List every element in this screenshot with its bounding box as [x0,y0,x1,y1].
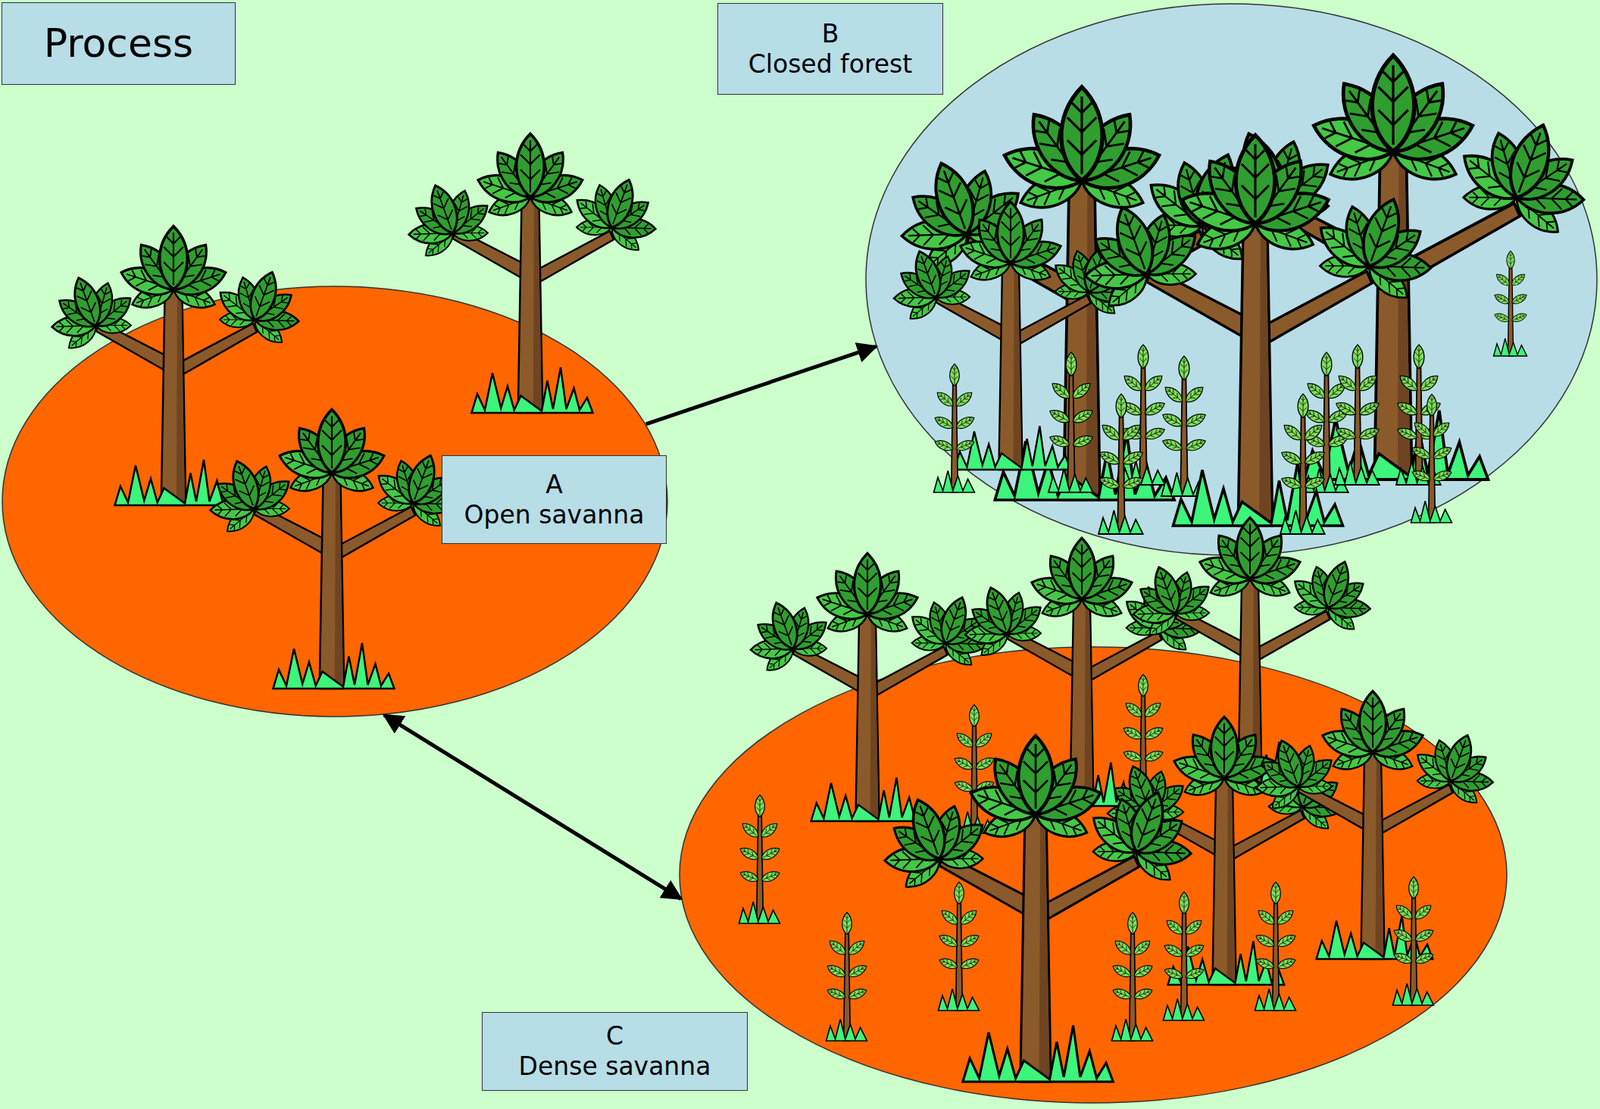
region-label: BClosed forest [717,3,944,95]
region-letter: A [545,469,563,500]
region-letter: C [606,1021,624,1052]
region-name: Dense savanna [518,1051,712,1082]
transition-arrow [646,346,877,425]
region-ellipse [2,286,668,717]
title-box: Process [1,2,236,85]
region-name: Open savanna [464,500,645,531]
title: Process [43,19,194,67]
region-ellipse [679,646,1507,1104]
region-ellipse [865,3,1597,556]
region-outline [865,3,1598,557]
vegetation-region: BClosed forest [865,3,1598,557]
transition-arrow [384,715,682,900]
region-label: AOpen savanna [441,455,667,544]
region-name: Closed forest [748,49,913,80]
region-label: CDense savanna [481,1012,748,1091]
region-letter: B [821,18,840,50]
